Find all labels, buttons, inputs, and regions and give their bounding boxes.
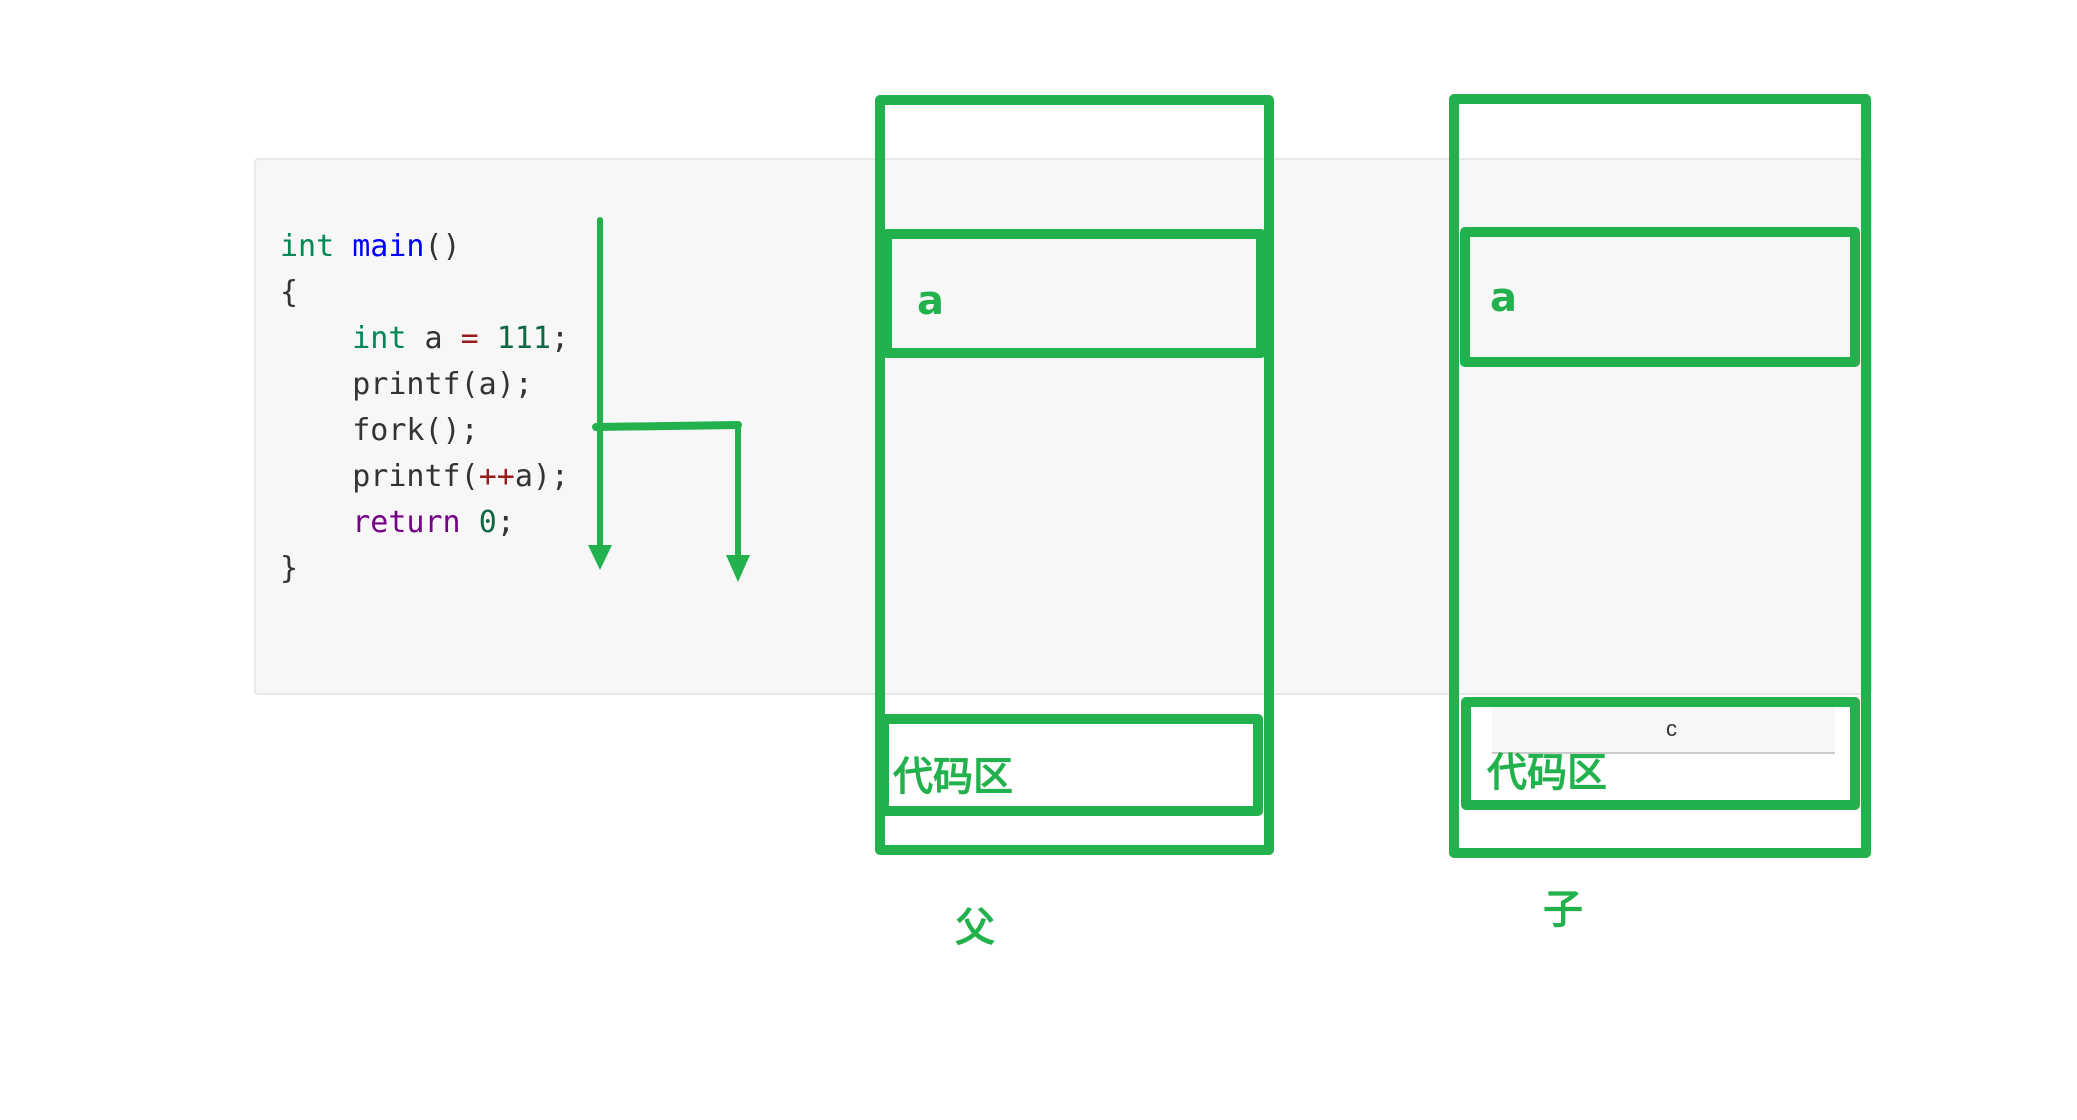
code-line: int a = 111; (280, 321, 569, 356)
code-token: int (280, 229, 335, 264)
code-line: return 0; (280, 505, 515, 540)
code-token: ++ (478, 459, 515, 494)
code-token (334, 229, 352, 264)
code-token: () (424, 229, 461, 264)
code-line: { (280, 275, 298, 310)
code-token (479, 321, 497, 356)
code-snippet: int main() { int a = 111; printf(a); for… (280, 224, 569, 592)
code-token: a (406, 321, 461, 356)
code-line: int main() (280, 229, 461, 264)
code-token: ; (496, 505, 515, 540)
code-token: = (460, 321, 479, 356)
parent-code-label: 代码区 (893, 754, 1013, 800)
code-token (280, 505, 352, 540)
code-token: } (280, 551, 299, 586)
code-token: fork(); (280, 413, 479, 448)
child-variable-label: a (1490, 275, 1517, 321)
code-token (461, 505, 479, 540)
code-token: printf( (280, 459, 479, 494)
code-token: 111 (496, 321, 551, 356)
code-token: return (352, 505, 461, 540)
code-token (280, 321, 352, 356)
code-line: printf(a); (280, 367, 533, 402)
overlay-remnant-text: c (1666, 716, 1677, 741)
parent-caption: 父 (955, 905, 995, 951)
code-token: ; (550, 321, 569, 356)
code-token: printf(a); (280, 367, 533, 402)
code-token: int (352, 321, 407, 356)
code-token: a); (514, 459, 569, 494)
code-line: printf(++a); (280, 459, 569, 494)
code-token: 0 (478, 505, 497, 540)
code-token: { (280, 275, 299, 310)
code-token: main (352, 229, 425, 264)
code-line: } (280, 551, 298, 586)
code-line: fork(); (280, 413, 479, 448)
child-code-label: 代码区 (1487, 750, 1607, 796)
parent-variable-label: a (917, 278, 944, 324)
child-caption: 子 (1543, 887, 1583, 933)
